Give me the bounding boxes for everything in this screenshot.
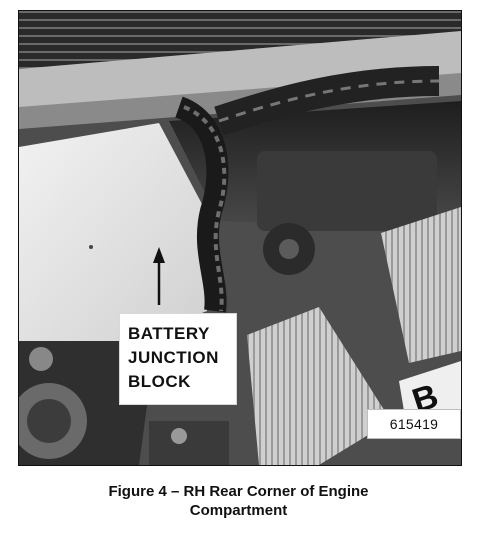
callout-arrow-head: [153, 247, 165, 263]
right-ribbed-cover: [381, 207, 461, 363]
wiring-harness: [174, 96, 229, 313]
image-reference-number: 615419: [367, 409, 461, 439]
photo-illustration: B: [19, 11, 461, 465]
component-bolt: [279, 239, 299, 259]
lower-bracket: [149, 421, 229, 465]
junction-block-panel: [19, 123, 211, 341]
reservoir-cap: [29, 347, 53, 371]
engine-compartment-photo: B BATTERY JUNCTION BLOCK 615419: [18, 10, 462, 466]
panel-mark: [89, 245, 93, 249]
callout-line-1: BATTERY: [128, 324, 210, 343]
engine-component: [257, 151, 437, 231]
harness-wrap: [183, 105, 227, 312]
caption-line-1: Figure 4 – RH Rear Corner of Engine: [108, 483, 369, 500]
callout-line-2: JUNCTION: [128, 348, 219, 367]
strut-mount-center: [27, 399, 71, 443]
upper-hose-texture: [218, 79, 440, 123]
bracket-bolt: [171, 428, 187, 444]
center-ribbed-cover: [247, 307, 391, 465]
battery-junction-block-callout: BATTERY JUNCTION BLOCK: [119, 313, 237, 405]
figure-caption: Figure 4 – RH Rear Corner of Engine Comp…: [0, 482, 477, 520]
caption-line-2: Compartment: [189, 502, 288, 519]
callout-line-3: BLOCK: [128, 372, 191, 391]
